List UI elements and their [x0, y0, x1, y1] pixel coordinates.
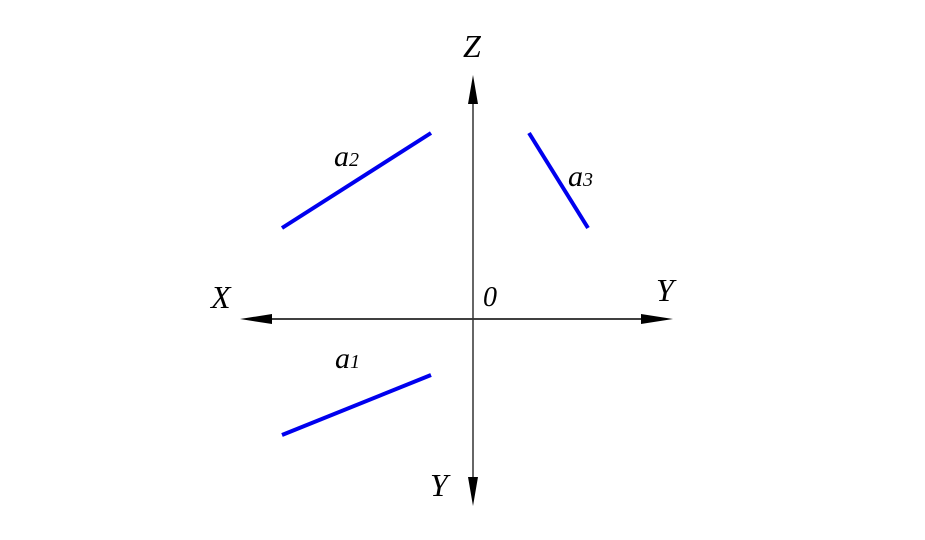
z-axis-label: Z	[463, 28, 482, 64]
segment-a2	[280, 131, 433, 230]
y-right-arrow-icon	[641, 314, 673, 324]
y-right-axis-label: Y	[656, 272, 677, 308]
segment-a3	[527, 131, 590, 230]
segment-a1-label: a1	[335, 342, 360, 375]
segment-a1	[281, 373, 432, 437]
origin-label: 0	[483, 282, 497, 313]
y-down-axis-label: Y	[430, 467, 451, 503]
x-axis-label: X	[209, 279, 232, 315]
segment-a3-label: a3	[568, 160, 593, 193]
segment-a2-label: a2	[334, 140, 359, 173]
z-arrow-icon	[468, 75, 478, 104]
y-down-arrow-icon	[468, 477, 478, 506]
x-arrow-icon	[240, 314, 272, 324]
